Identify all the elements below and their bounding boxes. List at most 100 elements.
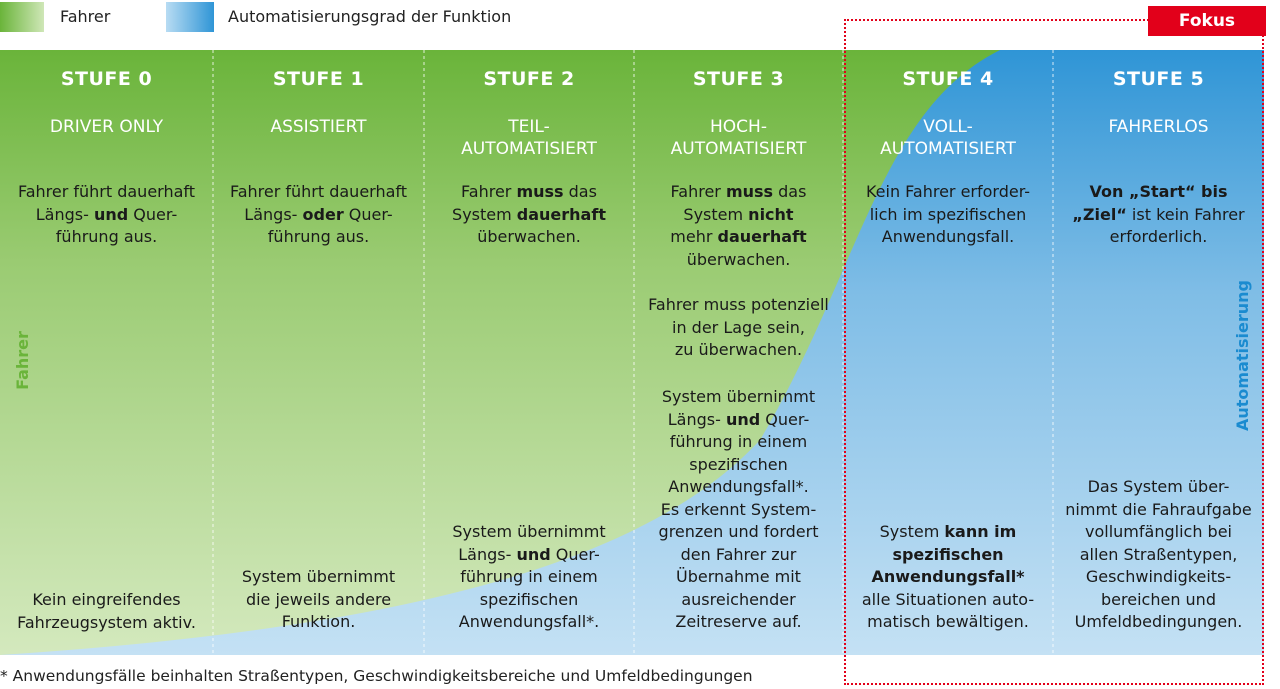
text-line: Das System über- xyxy=(1087,477,1230,496)
text-line: ASSISTIERT xyxy=(270,117,367,137)
stage-2-title: STUFE 2 xyxy=(483,68,575,90)
stage-5-column: STUFE 5 FAHRERLOS Von „Start“ bis „Ziel“ … xyxy=(1053,50,1264,655)
text-line: AUTOMATISIERT xyxy=(880,139,1016,159)
text-line: führung aus. xyxy=(55,227,158,246)
text-line: Übernahme mit xyxy=(676,567,801,586)
stage-dividers xyxy=(212,50,1054,655)
stage-3-column: STUFE 3 HOCH-AUTOMATISIERT Fahrer muss d… xyxy=(634,50,843,655)
text-line: System übernimmt xyxy=(241,567,396,586)
text-line: bereichen und xyxy=(1101,589,1216,609)
legend-automation-swatch xyxy=(166,2,214,32)
legend-driver-swatch xyxy=(0,2,44,32)
text-line: Kein eingreifendes xyxy=(32,590,181,609)
text-line: Umfeldbedingungen. xyxy=(1074,612,1243,631)
stage-1-column: STUFE 1 ASSISTIERT Fahrer führt dauerhaf… xyxy=(213,50,424,655)
text-line: alle Situationen auto- xyxy=(861,589,1035,609)
text-line: nimmt die Fahraufgabe xyxy=(1065,499,1252,519)
stage-4-column: STUFE 4 VOLL-AUTOMATISIERT Kein Fahrer e… xyxy=(843,50,1053,655)
text-line: Fahrzeugsystem aktiv. xyxy=(17,612,196,632)
text-line: mehr dauerhaft xyxy=(670,227,807,246)
stage-5-subtitle: FAHRERLOS xyxy=(1053,116,1264,138)
text-line: Fahrer führt dauerhaft xyxy=(17,182,196,201)
stage-2-column: STUFE 2 TEIL-AUTOMATISIERT Fahrer muss d… xyxy=(424,50,634,655)
text-line: allen Straßentypen, xyxy=(1079,544,1238,564)
text-line: Anwendungsfall*. xyxy=(668,477,809,496)
text-line: Funktion. xyxy=(281,612,356,631)
text-line: System übernimmt xyxy=(661,387,816,406)
stage-3-subtitle: HOCH-AUTOMATISIERT xyxy=(634,116,843,160)
driver-axis-label-text: Fahrer xyxy=(12,330,32,390)
text-line: TEIL- xyxy=(508,117,550,137)
stage-3-driver-potential-text: Fahrer muss potenziell in der Lage sein, z… xyxy=(638,294,839,362)
driver-axis-label: Fahrer xyxy=(2,305,42,415)
text-line: in der Lage sein, xyxy=(672,317,805,337)
text-line: ausreichender xyxy=(681,589,796,609)
text-line: AUTOMATISIERT xyxy=(670,139,807,159)
stage-5-title: STUFE 5 xyxy=(1112,68,1205,90)
text-line: Fahrer muss das xyxy=(670,182,807,201)
stage-3-title: STUFE 3 xyxy=(692,68,785,90)
text-line: Geschwindigkeits- xyxy=(1085,567,1232,586)
text-line: führung in einem xyxy=(669,432,808,451)
text-line: die jeweils andere xyxy=(245,589,392,609)
text-line: überwachen. xyxy=(477,227,581,246)
legend: Fahrer Automatisierungsgrad der Funktion xyxy=(0,0,1280,36)
automation-axis-label-text: Automatisierung xyxy=(1232,279,1252,431)
text-line: vollumfänglich bei xyxy=(1085,522,1232,541)
text-line: spezifischen xyxy=(892,544,1004,564)
driver-area xyxy=(0,50,1000,655)
text-line: den Fahrer zur xyxy=(680,544,797,564)
text-line: Längs- und Quer- xyxy=(458,544,600,564)
text-line: Von „Start“ bis xyxy=(1089,182,1228,201)
text-line: FAHRERLOS xyxy=(1108,117,1209,137)
automation-levels-diagram: STUFE 0 DRIVER ONLY Fahrer führt dauerha… xyxy=(0,50,1264,655)
text-line: System übernimmt xyxy=(452,522,606,541)
text-line: „Ziel“ ist kein Fahrer xyxy=(1072,204,1245,224)
text-line: spezifischen xyxy=(479,589,579,609)
text-line: Längs- oder Quer- xyxy=(244,204,393,224)
text-line: Längs- und Quer- xyxy=(35,204,178,224)
text-line: AUTOMATISIERT xyxy=(461,139,597,159)
text-line: lich im spezifischen xyxy=(869,204,1027,224)
text-line: Fahrer muss potenziell xyxy=(648,295,829,314)
focus-label: Fokus xyxy=(1148,6,1266,36)
text-line: Anwendungsfall* xyxy=(871,567,1025,586)
automation-axis-label: Automatisierung xyxy=(1222,260,1262,450)
text-line: System kann im xyxy=(879,522,1017,541)
text-line: grenzen und fordert xyxy=(658,522,819,541)
stage-2-subtitle: TEIL-AUTOMATISIERT xyxy=(424,116,634,160)
text-line: Zeitreserve auf. xyxy=(675,612,802,631)
stage-1-subtitle: ASSISTIERT xyxy=(213,116,424,138)
stage-1-title: STUFE 1 xyxy=(272,68,365,90)
text-line: Kein Fahrer erforder- xyxy=(865,182,1031,201)
text-line: spezifischen xyxy=(689,454,788,474)
stage-4-subtitle: VOLL-AUTOMATISIERT xyxy=(843,116,1053,160)
text-line: überwachen. xyxy=(686,249,791,269)
text-line: führung aus. xyxy=(267,227,370,246)
text-line: Anwendungsfall. xyxy=(881,227,1015,246)
legend-automation-label: Automatisierungsgrad der Funktion xyxy=(228,7,512,26)
text-line: Anwendungsfall*. xyxy=(458,612,600,631)
text-line: Es erkennt System- xyxy=(660,499,817,519)
text-line: DRIVER ONLY xyxy=(49,117,164,137)
text-line: VOLL- xyxy=(923,117,973,137)
stage-4-driver-text: Kein Fahrer erforder-lich im spezifische… xyxy=(847,181,1049,249)
text-line: System nicht xyxy=(683,204,794,224)
text-line: Längs- und Quer- xyxy=(667,409,810,429)
footnote: * Anwendungsfälle beinhalten Straßentype… xyxy=(0,667,753,685)
stage-0-title: STUFE 0 xyxy=(60,68,153,90)
text-line: Fahrer muss das xyxy=(461,182,597,201)
stage-0-subtitle: DRIVER ONLY xyxy=(0,116,213,138)
text-line: HOCH- xyxy=(710,117,767,137)
diagram-background xyxy=(0,50,1264,655)
text-line: zu überwachen. xyxy=(674,340,803,359)
stage-4-title: STUFE 4 xyxy=(902,68,994,90)
legend-driver-label: Fahrer xyxy=(60,7,111,26)
